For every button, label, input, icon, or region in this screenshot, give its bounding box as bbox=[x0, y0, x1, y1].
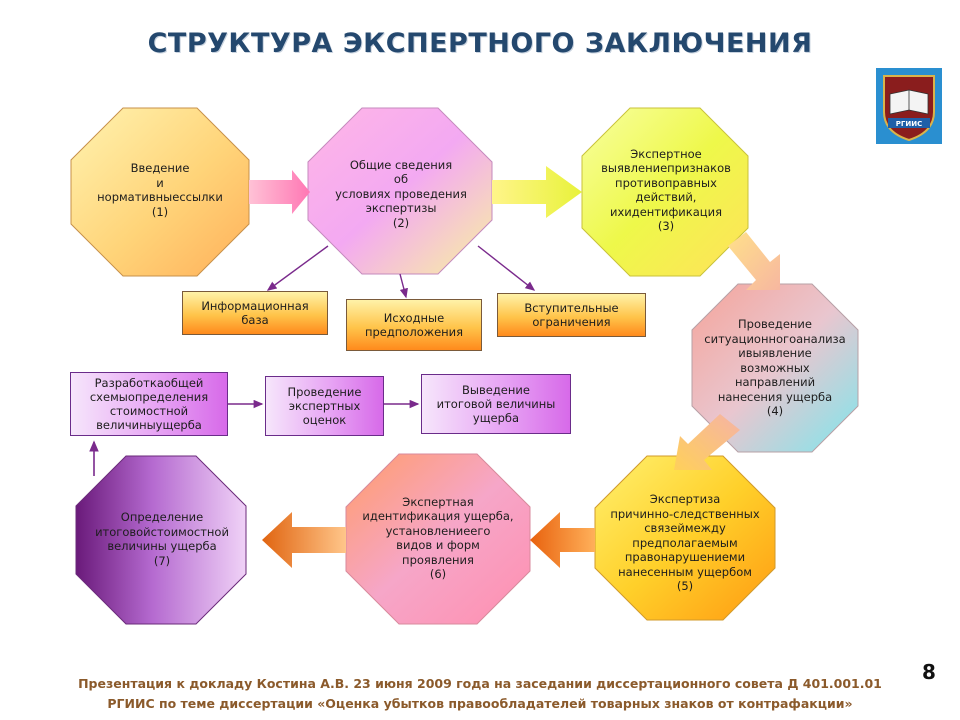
octagon-2 bbox=[307, 107, 493, 275]
box-information-base: Информационная база bbox=[182, 291, 328, 335]
box-expert-assessments: Проведение экспертных оценок bbox=[265, 376, 384, 436]
octagon-6-text: Экспертная идентификация ущерба, установ… bbox=[362, 494, 514, 582]
footer-line-1: Презентация к докладу Костина А.В. 23 ию… bbox=[78, 676, 882, 691]
box-final-value: Выведение итоговой величины ущерба bbox=[421, 374, 571, 434]
arrow-5-to-6 bbox=[530, 512, 595, 568]
arrow-6-to-7 bbox=[262, 512, 346, 568]
connector-2-to-b1 bbox=[266, 245, 329, 291]
octagon-2-text: Общие сведения об условиях проведения эк… bbox=[335, 157, 467, 230]
octagon-3 bbox=[581, 107, 749, 277]
page-title: СТРУКТУРА ЭКСПЕРТНОГО ЗАКЛЮЧЕНИЯ bbox=[147, 28, 813, 59]
octagon-4-text: Проведение ситуационногоанализа ивыявлен… bbox=[704, 317, 846, 419]
octagon-3-text: Экспертное выявлениепризнаков противопра… bbox=[601, 146, 731, 234]
octagon-5-text: Экспертиза причинно-следственных связейм… bbox=[610, 492, 760, 594]
octagon-7 bbox=[75, 455, 247, 625]
box-introductory-limitations: Вступительные ограничения bbox=[497, 293, 646, 337]
octagon-1-text: Введение и нормативныессылки (1) bbox=[97, 161, 223, 219]
octagon-4 bbox=[691, 283, 859, 453]
octagon-7-text: Определение итоговойстоимостной величины… bbox=[95, 510, 229, 568]
arrow-2-to-3 bbox=[492, 166, 582, 218]
arrow-1-to-2 bbox=[249, 170, 310, 214]
arrow-3-to-4 bbox=[728, 232, 780, 290]
rgiis-logo: РГИИС bbox=[876, 68, 942, 144]
logo-text: РГИИС bbox=[896, 120, 922, 128]
octagon-1 bbox=[70, 107, 250, 277]
box-scheme-development: Разработкаобщей схемыопределения стоимос… bbox=[70, 372, 228, 436]
arrow-4-to-5 bbox=[674, 414, 740, 470]
connector-2-to-b3 bbox=[477, 245, 536, 291]
connector-2-to-b2 bbox=[399, 273, 408, 299]
box-initial-assumptions: Исходные предположения bbox=[346, 299, 482, 351]
page-number: 8 bbox=[922, 660, 936, 684]
footer-line-2: РГИИС по теме диссертации «Оценка убытко… bbox=[107, 696, 853, 711]
